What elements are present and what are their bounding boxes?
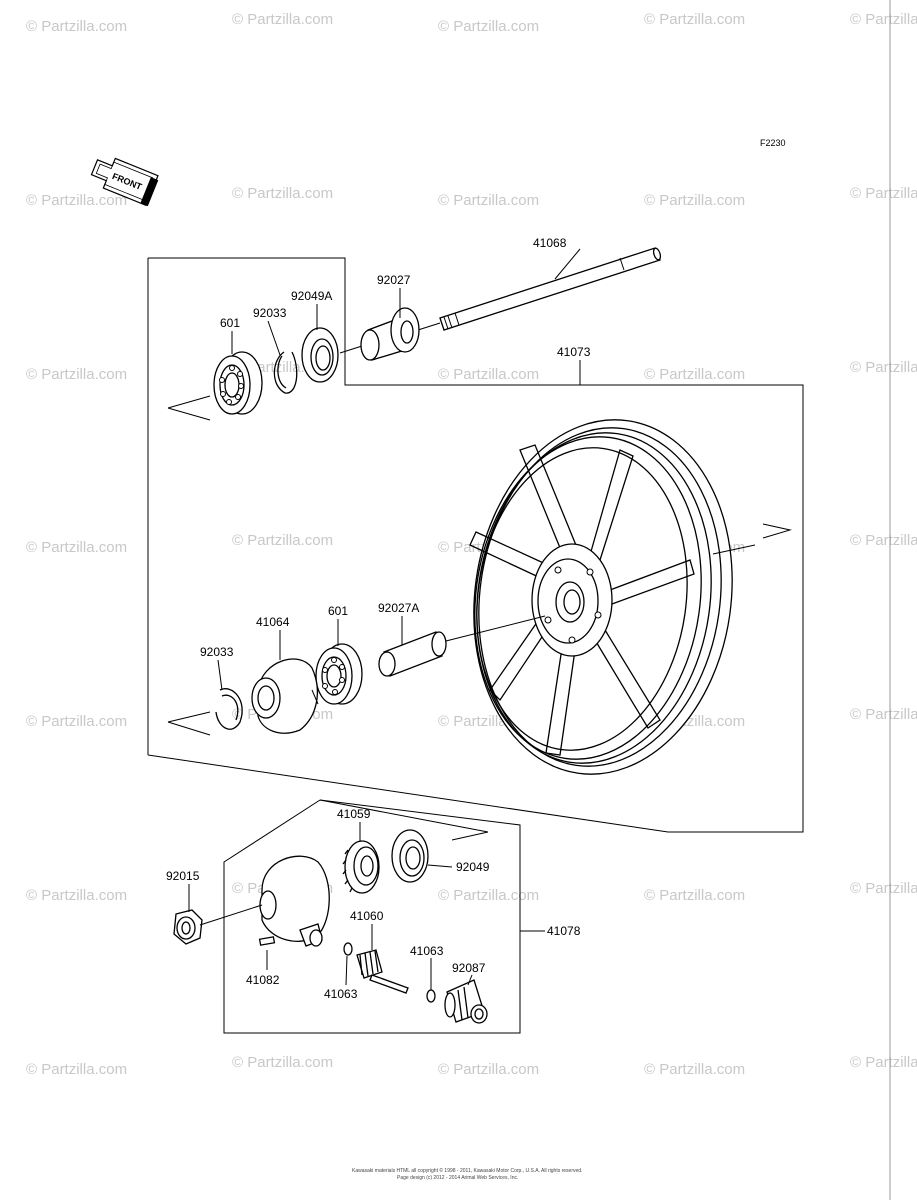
callout-41064[interactable]: 41064 [256,615,290,629]
callout-41068[interactable]: 41068 [533,236,567,250]
callout-41073[interactable]: 41073 [557,345,591,359]
watermark: © Partzilla.com [232,11,333,28]
callout-92015[interactable]: 92015 [166,869,200,883]
front-wheel-41073 [469,419,733,775]
oil-seal-92049A [301,327,339,383]
watermark: © Partzilla.com [26,887,127,904]
watermark: © Partzilla.com [644,1061,745,1078]
callout-92049A[interactable]: 92049A [291,289,332,303]
pinion-gear-41060 [356,949,409,994]
watermark: © Partzilla.com [26,713,127,730]
bushing-92087 [444,979,488,1024]
watermark: © Partzilla.com [26,539,127,556]
assembly-frame-41073 [148,257,804,833]
watermark: © Partzilla.com [26,18,127,35]
watermark: © Partzilla.com [232,1054,333,1071]
watermark: © Partzilla.com [850,185,917,202]
watermark: © Partzilla.com [644,366,745,383]
callout-92033-mid[interactable]: 92033 [200,645,234,659]
watermark: © Partzilla.com [26,192,127,209]
ball-bearing-601-top [213,351,263,415]
callout-601-top[interactable]: 601 [220,316,240,330]
watermark: © Partzilla.com [438,887,539,904]
collar-92027A [378,615,546,677]
front-direction-arrow: FRONT [90,157,159,207]
circlip-92033-top [273,351,298,394]
meter-gear-housing [259,855,330,947]
diagram-reference-code: F2230 [760,138,786,148]
watermark: © Partzilla.com [644,192,745,209]
watermark: © Partzilla.com [438,1061,539,1078]
cover-41064 [251,658,319,734]
callout-labels: 41068 92027 92049A 92033 601 41073 41064… [166,236,591,1001]
circlip-92033-mid [215,688,243,730]
assembly-frame-bottom [147,754,669,833]
watermark: © Partzilla.com [850,532,917,549]
watermark: © Partzilla.com [850,11,917,28]
nut-92015 [173,904,263,945]
copyright-line-2: Page design (c) 2012 - 2014 Arimal Web S… [397,1175,518,1181]
copyright-line-1: Kawasaki materials HTML all copyright © … [352,1167,582,1174]
washer-41063-b [343,942,353,956]
axle-41068 [339,247,662,354]
meter-gear-41059 [342,840,380,894]
assembly-frame-41078 [223,799,521,1034]
ball-bearing-601-mid [315,643,363,705]
watermark-layer: © Partzilla.com © Partzilla.com © Partzi… [26,11,917,1078]
watermark: © Partzilla.com [850,706,917,723]
watermark: © Partzilla.com [26,1061,127,1078]
oil-seal-92049 [391,829,429,883]
callout-41082[interactable]: 41082 [246,973,280,987]
callout-92033-top[interactable]: 92033 [253,306,287,320]
watermark: © Partzilla.com [438,192,539,209]
callout-92087[interactable]: 92087 [452,961,486,975]
watermark: © Partzilla.com [232,185,333,202]
callout-41078[interactable]: 41078 [547,924,581,938]
watermark: © Partzilla.com [850,1054,917,1071]
collar-92027 [360,307,420,361]
watermark: © Partzilla.com [26,366,127,383]
callout-601-mid[interactable]: 601 [328,604,348,618]
washer-41063-a [426,989,436,1003]
watermark: © Partzilla.com [438,366,539,383]
watermark: © Partzilla.com [850,359,917,376]
callout-92049[interactable]: 92049 [456,860,490,874]
callout-41063-b[interactable]: 41063 [324,987,358,1001]
leader-lines [188,248,581,990]
watermark: © Partzilla.com [644,11,745,28]
callout-92027[interactable]: 92027 [377,273,411,287]
callout-41063-a[interactable]: 41063 [410,944,444,958]
callout-92027A[interactable]: 92027A [378,601,419,615]
watermark: © Partzilla.com [438,18,539,35]
key-41082 [258,936,276,946]
watermark: © Partzilla.com [232,532,333,549]
callout-41059[interactable]: 41059 [337,807,371,821]
watermark: © Partzilla.com [644,887,745,904]
watermark: © Partzilla.com [850,880,917,897]
callout-41060[interactable]: 41060 [350,909,384,923]
